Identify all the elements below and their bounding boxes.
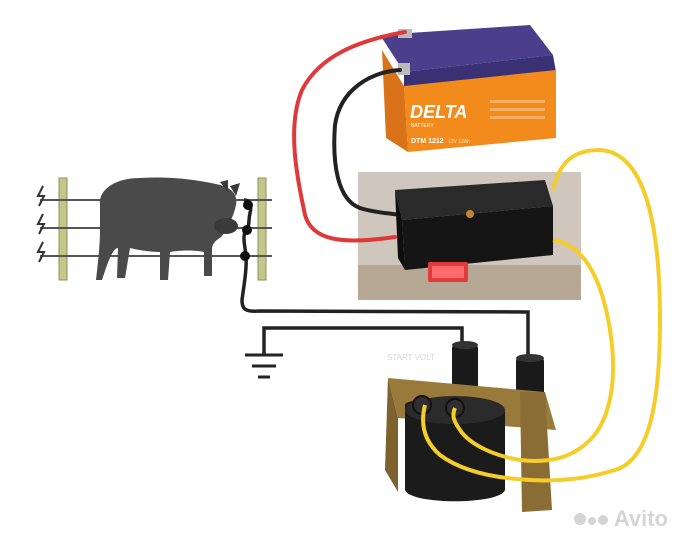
battery-model: DTM 1212	[411, 138, 444, 145]
yellow-wire-outer	[421, 147, 663, 483]
battery-brand-sub: BATTERY	[411, 123, 434, 129]
yellow-wire-inner	[451, 238, 616, 463]
fence-junction-dot	[240, 251, 250, 261]
black-power-wire	[332, 68, 402, 217]
control-box	[395, 180, 553, 282]
red-wire	[292, 30, 407, 243]
ignition-coil: START VOLT	[385, 341, 556, 512]
fence-junction-dot	[243, 200, 253, 210]
led-icon	[466, 210, 474, 218]
battery: DELTA BATTERY DTM 1212 12V 12Ah	[380, 25, 556, 152]
fence-junction-dot	[242, 225, 252, 235]
avito-logo-icon	[573, 513, 608, 525]
negative-terminal-icon	[398, 63, 410, 75]
boar-image	[96, 177, 240, 280]
coil-tower-left	[452, 345, 478, 390]
ground-wire	[262, 326, 464, 355]
avito-watermark-text: Avito	[613, 506, 668, 531]
battery-spec: 12V 12Ah	[448, 139, 470, 145]
ground-icon	[245, 353, 283, 379]
lightning-icon	[36, 185, 46, 207]
avito-watermark: Avito	[573, 506, 668, 532]
battery-brand: DELTA	[410, 102, 467, 122]
coil-watermark: START VOLT	[387, 353, 435, 362]
fence-feed-wire	[240, 198, 530, 360]
lightning-icon	[36, 213, 46, 235]
lightning-icon	[36, 241, 46, 263]
